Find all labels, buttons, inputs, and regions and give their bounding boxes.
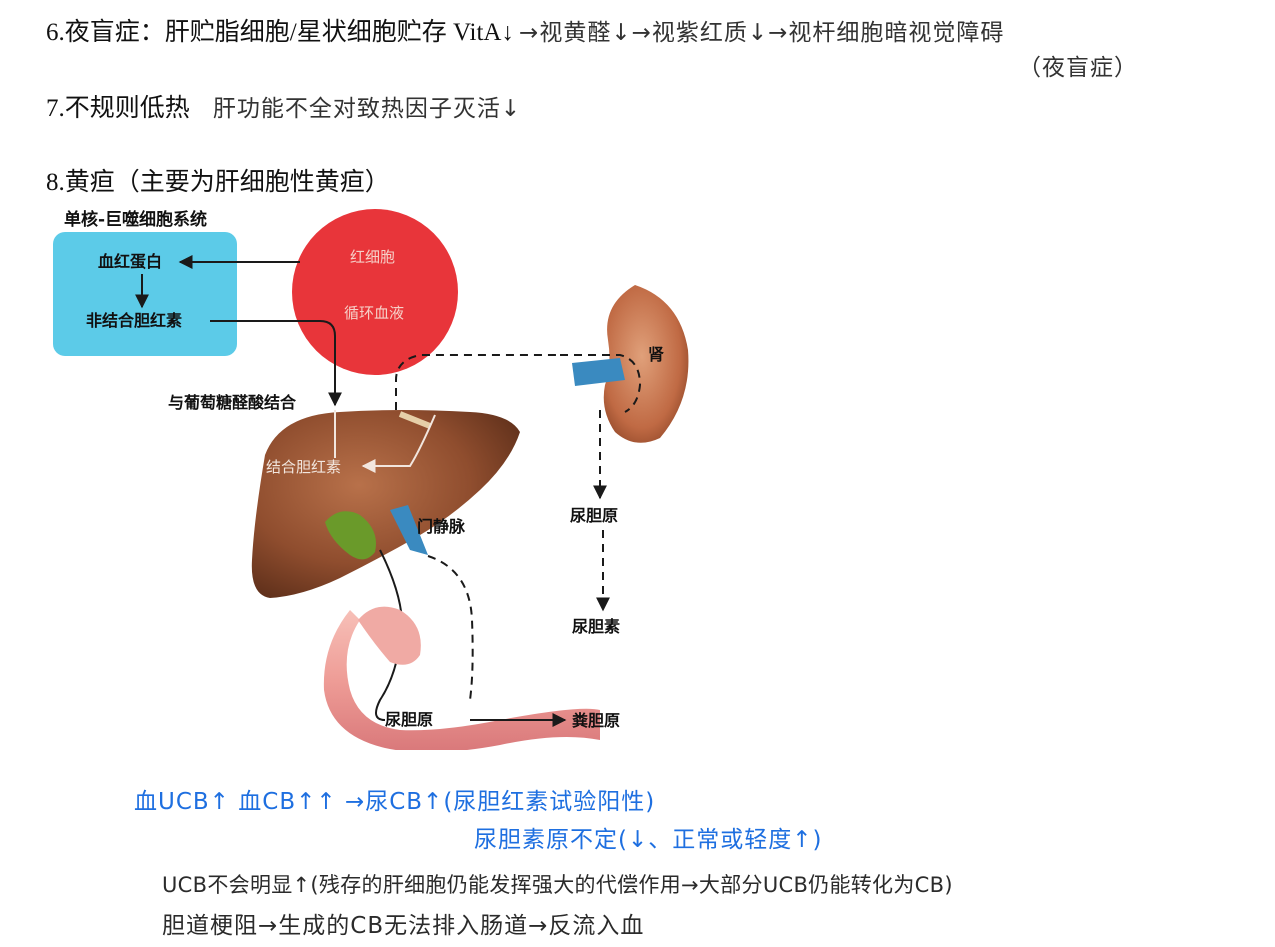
mono-system-title: 单核-巨噬细胞系统 xyxy=(64,209,207,230)
blood-to-liver-line xyxy=(390,414,436,467)
fever-note: 肝功能不全对致热因子灭活↓ xyxy=(212,96,522,122)
fever-label: 7.不规则低热 xyxy=(46,95,190,122)
annotation-line-3: UCB不会明显↑(残存的肝细胞仍能发挥强大的代偿作用→大部分UCB仍能转化为CB… xyxy=(162,873,953,897)
urobilinogen-kidney-label: 尿胆原 xyxy=(570,506,618,525)
hemoglobin-label: 血红蛋白 xyxy=(98,252,162,271)
intestine xyxy=(323,610,600,750)
liver xyxy=(251,410,520,598)
unconjugated-label: 非结合胆红素 xyxy=(86,311,182,330)
ucb-to-liver-arrow xyxy=(210,320,342,407)
glucuronic-label: 与葡萄糖醛酸结合 xyxy=(168,393,297,412)
urobilin-label: 尿胆素 xyxy=(572,617,620,636)
portal-vein xyxy=(390,505,428,555)
gallbladder xyxy=(325,511,376,560)
mono-system-box xyxy=(53,232,237,356)
bilirubin-metabolism-figure: 单核-巨噬细胞系统 血红蛋白 非结合胆红素 红细胞 循环血液 与葡萄糖醛酸结合 … xyxy=(53,209,689,750)
duodenum-loop xyxy=(358,606,421,665)
renal-vein xyxy=(572,358,625,386)
annotation-line-4: 胆道梗阻→生成的CB无法排入肠道→反流入血 xyxy=(162,913,645,939)
urobilinogen-gut-label: 尿胆原 xyxy=(385,710,433,729)
rbc-label: 红细胞 xyxy=(350,248,395,266)
conjugated-label: 结合胆红素 xyxy=(266,458,341,476)
blood-to-kidney-dashed-line xyxy=(395,354,560,410)
night-blindness-result: （夜盲症） xyxy=(1018,55,1138,81)
kidney xyxy=(603,285,689,443)
rbc-circle xyxy=(292,209,458,375)
stercobilinogen-label: 粪胆原 xyxy=(572,711,620,730)
jaundice-heading: 8.黄疸（主要为肝细胞性黄疸） xyxy=(46,169,390,196)
night-blindness-label: 6.夜盲症：肝贮脂细胞/星状细胞贮存 VitA↓ xyxy=(46,19,514,46)
kidney-label: 肾 xyxy=(648,345,664,364)
note-item-7: 7.不规则低热 肝功能不全对致热因子灭活↓ xyxy=(46,88,521,124)
note-item-6: 6.夜盲症：肝贮脂细胞/星状细胞贮存 VitA↓ →视黄醛↓→视紫红质↓→视杆细… xyxy=(46,12,1004,48)
circulation-label: 循环血液 xyxy=(344,304,404,322)
liver-ligament xyxy=(398,411,432,429)
annotation-line-2: 尿胆素原不定(↓、正常或轻度↑) xyxy=(474,827,823,853)
portal-vein-label: 门静脉 xyxy=(417,517,466,536)
annotation-line-1: 血UCB↑ 血CB↑↑ →尿CB↑(尿胆红素试验阳性) xyxy=(134,789,656,815)
night-blindness-chain: →视黄醛↓→视紫红质↓→视杆细胞暗视觉障碍 xyxy=(519,20,1005,46)
enterohepatic-dashed-line xyxy=(427,555,474,701)
renal-dashed-line xyxy=(560,354,642,413)
